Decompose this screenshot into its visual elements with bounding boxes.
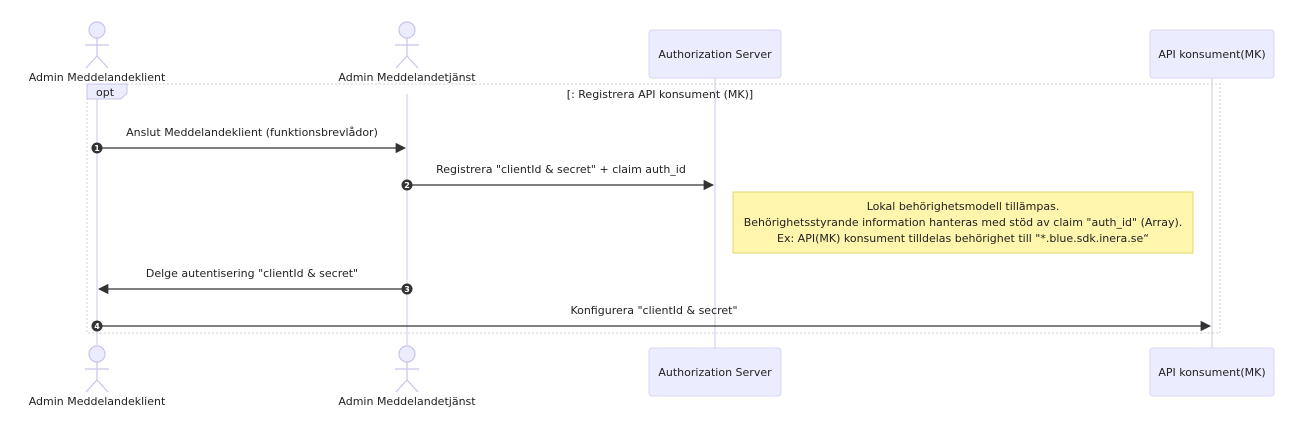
sequence-number-badge — [91, 142, 103, 154]
message-label-1: Anslut Meddelandeklient (funktionsbrevlå… — [126, 126, 378, 139]
participant-bottom-admin-meddelandeklient: Admin Meddelandeklient — [29, 395, 166, 408]
participant-top-api-konsument: API konsument(MK) — [1158, 48, 1265, 61]
opt-tab — [86, 83, 128, 100]
opt-keyword: opt — [96, 86, 115, 99]
sequence-number-badge — [91, 320, 103, 332]
note-line-1: Lokal behörighetsmodell tillämpas. — [867, 200, 1060, 213]
actor-icon — [85, 21, 109, 69]
note-box — [732, 191, 1194, 254]
participant-bottom-admin-meddelandetjanst: Admin Meddelandetjänst — [338, 395, 476, 408]
participant-bottom-api-konsument: API konsument(MK) — [1158, 366, 1265, 379]
sequence-number-3: 3 — [404, 285, 410, 294]
note-line-3: Ex: API(MK) konsument tilldelas behörigh… — [777, 232, 1149, 245]
message-label-3: Delge autentisering "clientId & secret" — [146, 267, 358, 280]
sequence-number-badge — [401, 179, 413, 191]
sequence-number-2: 2 — [404, 181, 410, 190]
sequence-number-4: 4 — [94, 322, 100, 331]
participant-box-top-authorization-server — [648, 29, 782, 79]
opt-title: [: Registrera API konsument (MK)] — [567, 88, 753, 101]
participant-top-admin-meddelandetjanst: Admin Meddelandetjänst — [338, 71, 476, 84]
actor-icon — [395, 345, 419, 393]
message-label-2: Registrera "clientId & secret" + claim a… — [436, 163, 686, 176]
participant-top-admin-meddelandeklient: Admin Meddelandeklient — [29, 71, 166, 84]
participant-box-bottom-authorization-server — [648, 347, 782, 397]
sequence-number-badge — [401, 283, 413, 295]
participant-box-bottom-api-konsument — [1149, 347, 1275, 397]
opt-frame — [86, 83, 1221, 334]
actor-icon — [85, 345, 109, 393]
participant-box-top-api-konsument — [1149, 29, 1275, 79]
participant-top-authorization-server: Authorization Server — [658, 48, 772, 61]
message-label-4: Konfigurera "clientId & secret" — [570, 304, 737, 317]
participant-bottom-authorization-server: Authorization Server — [658, 366, 772, 379]
note-line-2: Behörighetsstyrande information hanteras… — [744, 216, 1183, 229]
sequence-number-1: 1 — [94, 144, 100, 153]
actor-icon — [395, 21, 419, 69]
